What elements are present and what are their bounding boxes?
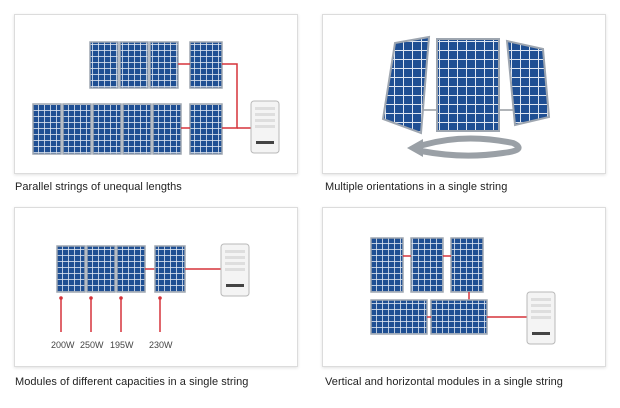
solar-panel bbox=[89, 41, 119, 89]
wattage-marker bbox=[59, 296, 63, 332]
diagram-different-capacities: 200W 250W 195W 230W bbox=[51, 243, 250, 350]
solar-panel bbox=[154, 245, 186, 293]
diagram-multiple-orientations bbox=[381, 35, 551, 159]
solar-panel bbox=[430, 299, 488, 335]
card-parallel-strings bbox=[14, 14, 298, 174]
diagram-parallel-strings bbox=[32, 41, 280, 155]
inverter-icon bbox=[220, 243, 250, 297]
rotation-arrow-icon bbox=[407, 135, 522, 159]
solar-panel bbox=[381, 35, 431, 135]
card-multiple-orientations bbox=[322, 14, 606, 174]
solar-panel bbox=[370, 299, 428, 335]
solar-panel bbox=[450, 237, 484, 293]
wattage-label: 230W bbox=[149, 340, 173, 350]
solar-panel bbox=[86, 245, 116, 293]
diagram-vertical-horizontal bbox=[370, 237, 556, 345]
solar-panel bbox=[62, 103, 92, 155]
solar-panel bbox=[436, 38, 500, 132]
solar-panel bbox=[122, 103, 152, 155]
inverter-icon bbox=[250, 100, 280, 154]
solar-panel bbox=[149, 41, 179, 89]
solar-panel bbox=[116, 245, 146, 293]
wattage-label: 200W bbox=[51, 340, 75, 350]
solar-panel bbox=[410, 237, 444, 293]
wattage-marker bbox=[89, 296, 93, 332]
caption-different-capacities: Modules of different capacities in a sin… bbox=[15, 376, 249, 388]
card-vertical-horizontal bbox=[322, 207, 606, 367]
solar-panel bbox=[56, 245, 86, 293]
solar-panel bbox=[189, 103, 223, 155]
card-different-capacities: 200W 250W 195W 230W bbox=[14, 207, 298, 367]
solar-panel bbox=[505, 39, 551, 127]
wattage-label: 195W bbox=[110, 340, 134, 350]
solar-panel bbox=[92, 103, 122, 155]
wattage-marker bbox=[119, 296, 123, 332]
solar-panel bbox=[32, 103, 62, 155]
solar-panel bbox=[152, 103, 182, 155]
wattage-label: 250W bbox=[80, 340, 104, 350]
caption-vertical-horizontal: Vertical and horizontal modules in a sin… bbox=[325, 376, 563, 388]
solar-panel bbox=[370, 237, 404, 293]
solar-panel bbox=[189, 41, 223, 89]
solar-panel bbox=[119, 41, 149, 89]
caption-multiple-orientations: Multiple orientations in a single string bbox=[325, 181, 508, 193]
wattage-marker bbox=[158, 296, 162, 332]
inverter-icon bbox=[526, 291, 556, 345]
caption-parallel-strings: Parallel strings of unequal lengths bbox=[15, 181, 182, 193]
